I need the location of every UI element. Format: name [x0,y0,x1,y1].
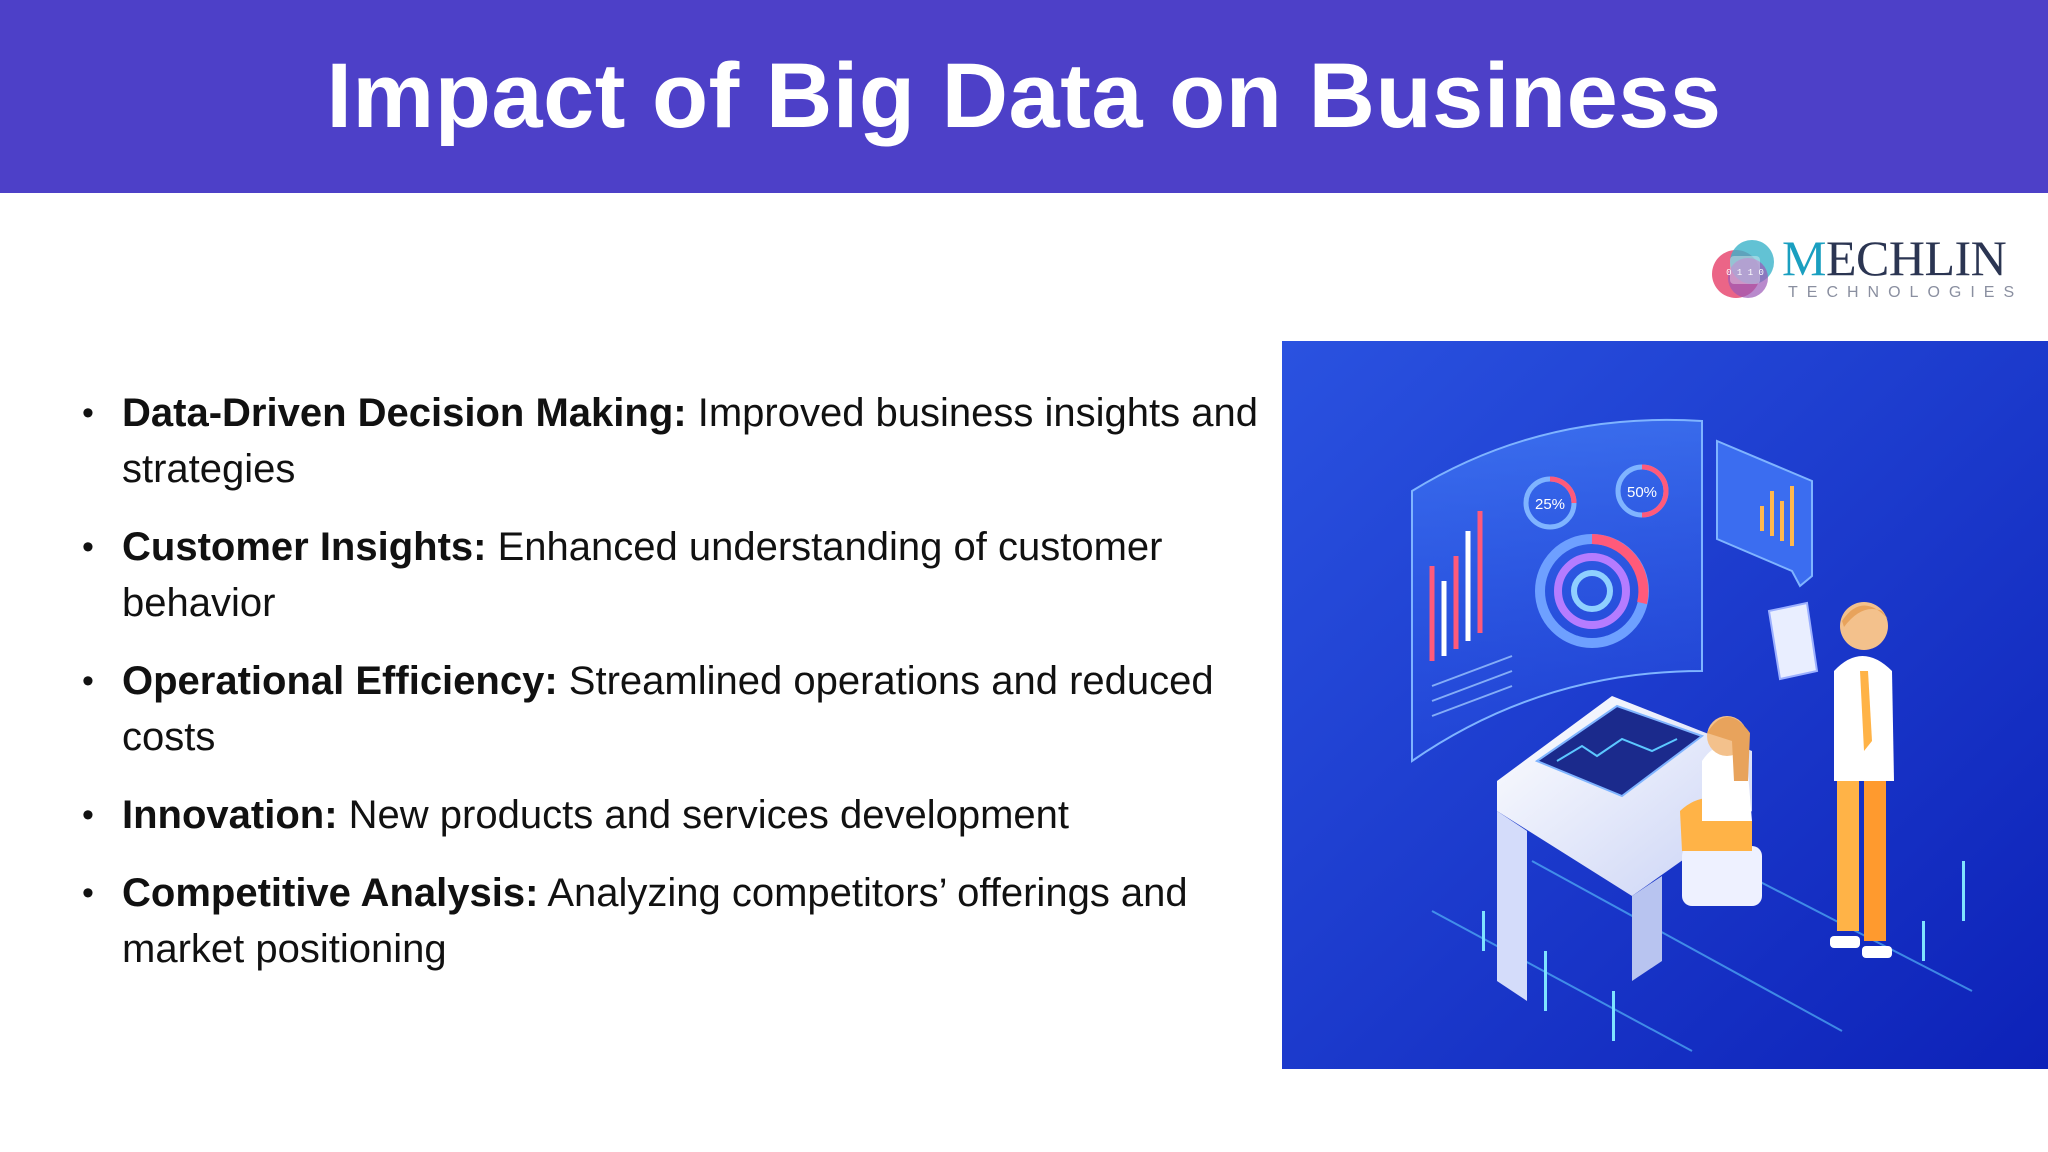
bullet-term: Competitive Analysis: [122,871,539,915]
logo-mark-icon: 0 1 1 0 [1712,240,1774,298]
data-analytics-illustration: 25% 50% [1282,341,2048,1069]
bullet-dot: • [82,874,94,912]
gauge-label-2: 50% [1627,484,1657,501]
bullet-text: Enhanced understanding of customer behav… [122,525,1163,625]
bullet-item: • Customer Insights: Enhanced understandi… [82,519,1282,631]
bullet-dot: • [82,528,94,566]
bullet-dot: • [82,662,94,700]
bullet-dot: • [82,796,94,834]
bullet-term: Data-Driven Decision Making: [122,391,687,435]
bullet-term: Operational Efficiency: [122,659,558,703]
bullet-text: Improved business insights and strategie… [122,391,1259,491]
bullet-list: • Data-Driven Decision Making: Improved b… [82,385,1282,999]
logo-name: MECHLIN [1782,230,2007,286]
bullet-item: • Operational Efficiency: Streamlined ope… [82,653,1282,765]
bullet-text: Streamlined operations and reduced costs [122,659,1214,759]
logo-tagline: TECHNOLOGIES [1788,284,2024,301]
logo-name-rest: ECHLIN [1825,230,2007,286]
logo-name-first: M [1782,230,1826,286]
bullet-item: • Innovation: New products and services d… [82,787,1282,843]
bullet-text: New products and services development [348,793,1070,837]
title-bar [0,0,2048,193]
company-logo: 0 1 1 0 MECHLIN TECHNOLOGIES [1708,228,2014,308]
bullet-item: • Competitive Analysis: Analyzing competi… [82,865,1282,977]
bullet-text: Analyzing competitors’ offerings and mar… [122,871,1188,971]
slide-title: Impact of Big Data on Business [326,45,1722,147]
bullet-item: • Data-Driven Decision Making: Improved b… [82,385,1282,497]
gauge-label-1: 25% [1535,496,1565,513]
bullet-dot: • [82,394,94,432]
logo-mark-digits: 0 1 1 0 [1726,268,1764,278]
bullet-term: Customer Insights: [122,525,487,569]
bullet-term: Innovation: [122,793,338,837]
